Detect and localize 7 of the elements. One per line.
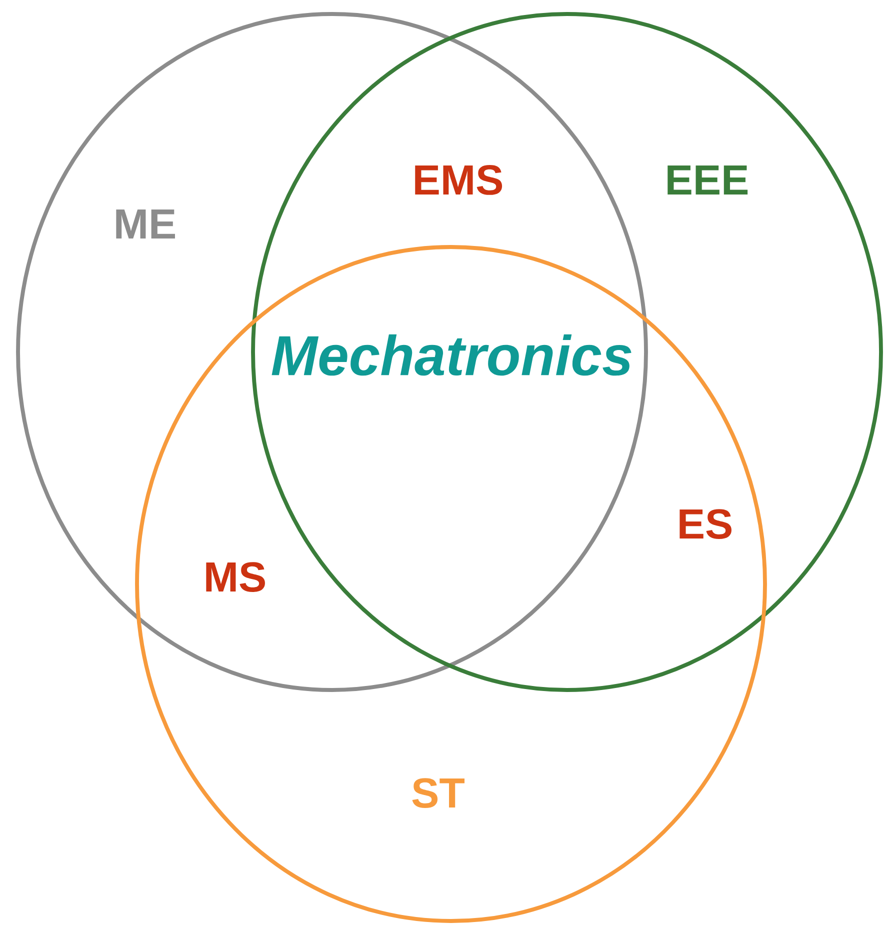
center-label: Mechatronics <box>272 334 632 376</box>
overlap-label: EMS <box>415 165 502 195</box>
circle-label: ME <box>116 210 175 238</box>
overlap-label: ES <box>680 509 732 539</box>
circle-label: ST <box>412 778 464 808</box>
circle-label: EEE <box>668 166 748 194</box>
overlap-label: MS <box>206 562 265 592</box>
